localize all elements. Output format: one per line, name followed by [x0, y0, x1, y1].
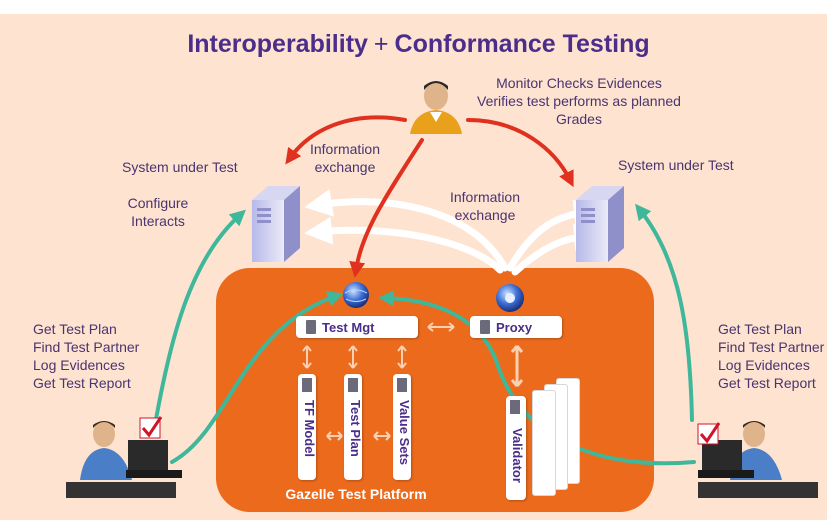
- user-left-item-find-test-partner: Find Test Partner: [33, 339, 140, 355]
- right-margin: [827, 0, 837, 524]
- validator-box: Validator: [506, 396, 526, 500]
- monitor-person-icon: [410, 81, 462, 134]
- user-left-item-get-test-plan: Get Test Plan: [33, 321, 117, 337]
- monitor-line-1: Monitor Checks Evidences: [496, 75, 662, 91]
- value-sets-server-icon: [397, 378, 407, 392]
- value-sets-label: Value Sets: [397, 400, 412, 466]
- green-user-arrows: [153, 203, 696, 466]
- title-plus: +: [373, 30, 389, 58]
- tf-model-server-icon: [302, 378, 312, 392]
- monitor-line-3: Grades: [556, 111, 602, 127]
- sut-left-actions: Configure Interacts: [120, 194, 196, 230]
- user-right-actions: Get Test Plan Find Test Partner Log Evid…: [718, 320, 824, 392]
- test-plan-box: Test Plan: [344, 374, 363, 480]
- sut-left-action-interacts: Interacts: [131, 213, 185, 229]
- validator-server-icon: [510, 400, 520, 414]
- tf-model-label: TF Model: [302, 400, 317, 458]
- user-right-item-get-test-plan: Get Test Plan: [718, 321, 802, 337]
- monitor-description: Monitor Checks Evidences Verifies test p…: [454, 74, 704, 128]
- gazelle-platform-panel: [216, 268, 654, 512]
- user-right-item-find-test-partner: Find Test Partner: [718, 339, 825, 355]
- platform-name: Gazelle Test Platform: [285, 486, 427, 502]
- title-interoperability: Interoperability: [187, 30, 368, 58]
- user-left-actions: Get Test Plan Find Test Partner Log Evid…: [33, 320, 139, 392]
- proxy-label: Proxy: [496, 319, 533, 335]
- diagram-title: Interoperability+Conformance Testing: [0, 30, 837, 59]
- test-mgt-label: Test Mgt: [322, 319, 375, 335]
- info-exchange-center-line-1: Information: [449, 189, 521, 205]
- check-right-icon: [697, 422, 721, 445]
- server-left-icon: [252, 186, 300, 262]
- info-exchange-center-label: Information exchange: [440, 188, 530, 224]
- test-plan-server-icon: [348, 378, 358, 392]
- sut-right-label: System under Test: [618, 157, 734, 173]
- info-exchange-left-label: Information exchange: [300, 140, 390, 176]
- test-mgt-server-icon: [306, 320, 316, 334]
- proxy-box: Proxy: [470, 316, 562, 338]
- top-margin: [0, 0, 837, 14]
- test-plan-label: Test Plan: [348, 400, 363, 457]
- user-left-item-log-evidences: Log Evidences: [33, 357, 125, 373]
- user-left-icon: [66, 421, 182, 498]
- proxy-server-icon: [480, 320, 490, 334]
- validator-label: Validator: [510, 428, 525, 483]
- validator-layer-2: [532, 390, 556, 496]
- user-right-item-get-test-report: Get Test Report: [718, 375, 816, 391]
- sut-left-label: System under Test: [122, 159, 238, 175]
- bottom-margin: [0, 520, 837, 524]
- info-exchange-center-line-2: exchange: [454, 207, 516, 223]
- user-right-icon: [698, 421, 818, 498]
- value-sets-box: Value Sets: [393, 374, 412, 480]
- red-monitor-arrows: [285, 115, 574, 278]
- user-left-item-get-test-report: Get Test Report: [33, 375, 131, 391]
- white-exchange-arrows: [304, 188, 602, 276]
- check-left-icon: [139, 416, 163, 439]
- test-mgt-box: Test Mgt: [296, 316, 418, 338]
- title-conformance: Conformance Testing: [394, 30, 650, 58]
- info-exchange-left-line-1: Information: [309, 141, 381, 157]
- server-right-icon: [576, 186, 624, 262]
- internal-links: [302, 322, 524, 441]
- user-right-item-log-evidences: Log Evidences: [718, 357, 810, 373]
- monitor-line-2: Verifies test performs as planned: [477, 93, 681, 109]
- proxy-globe-icon: [496, 284, 524, 312]
- test-mgt-globe-icon: [343, 282, 369, 308]
- tf-model-box: TF Model: [298, 374, 317, 480]
- info-exchange-left-line-2: exchange: [314, 159, 376, 175]
- sut-left-action-configure: Configure: [127, 195, 189, 211]
